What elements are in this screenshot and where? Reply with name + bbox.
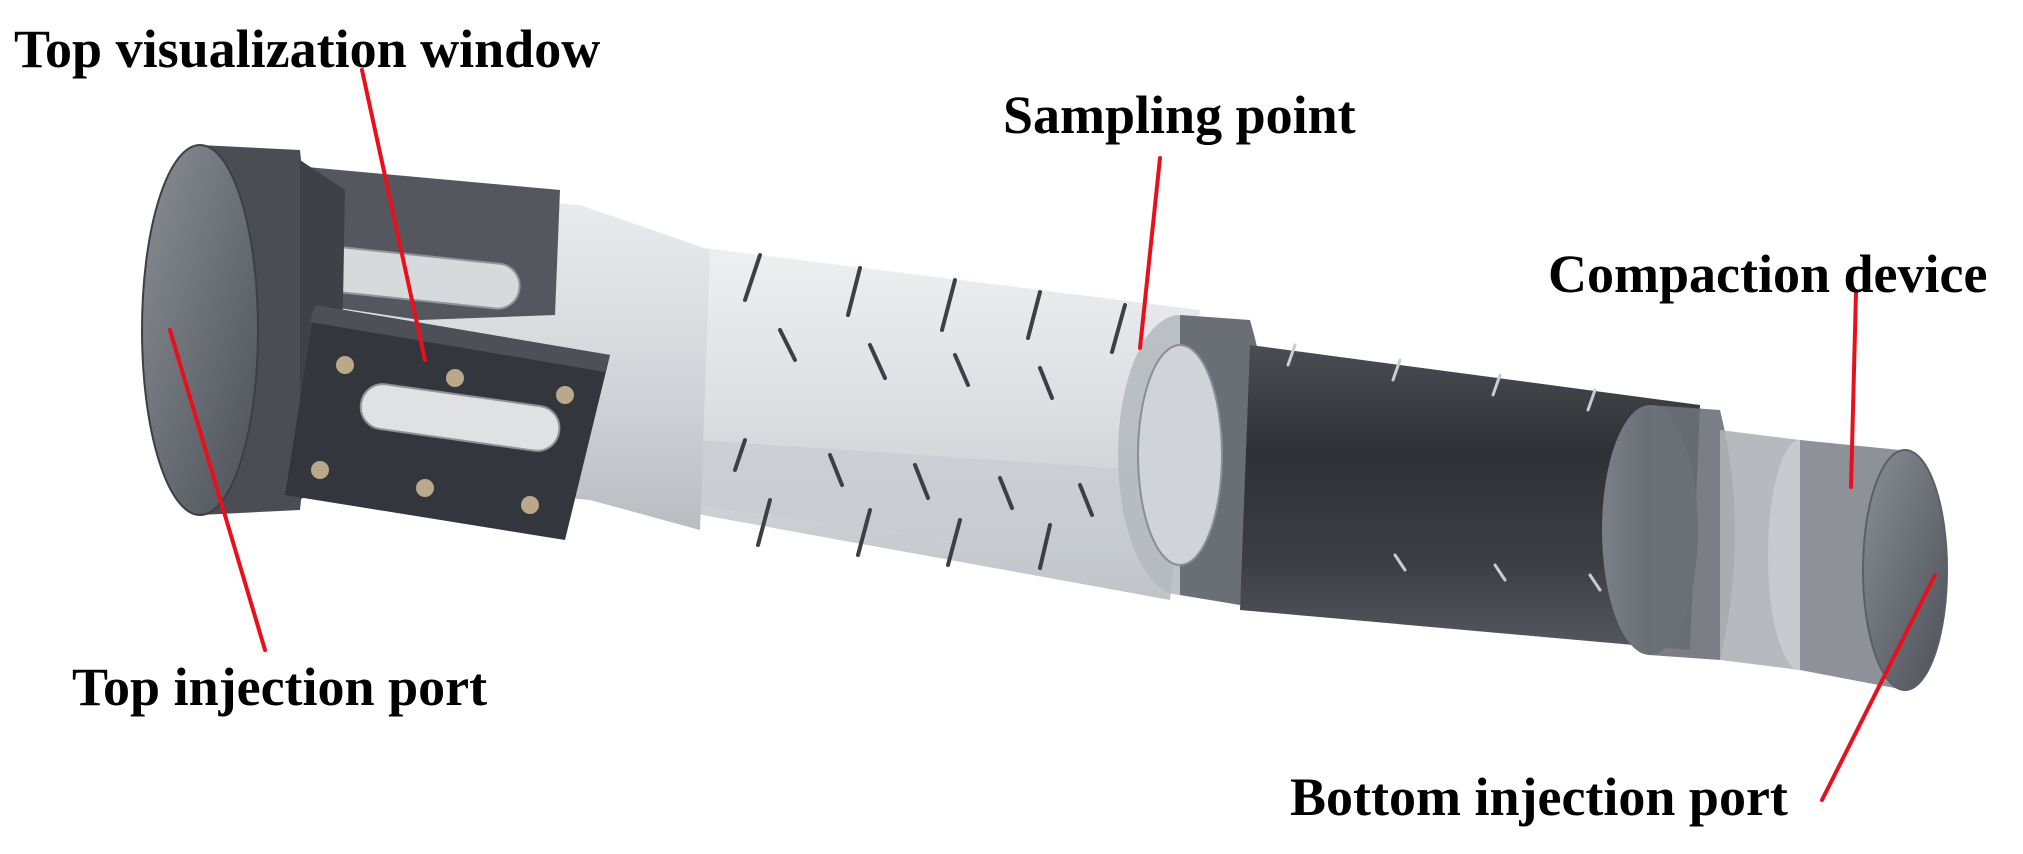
label-bottom-injection-port: Bottom injection port [1290, 767, 1788, 827]
dark-cylinder-needles [1286, 343, 1602, 592]
label-top-injection-port: Top injection port [72, 657, 488, 717]
leader-top-window [360, 68, 427, 362]
dark-cylinder [1240, 345, 1700, 650]
leader-sampling [1138, 156, 1162, 350]
compaction-device [1720, 430, 1948, 691]
transparent-cylinder [620, 240, 1200, 600]
leader-top-injection [168, 328, 267, 652]
label-top-visualization-window: Top visualization window [14, 19, 601, 79]
sampling-needles [733, 253, 1127, 570]
visualization-window-plate [285, 305, 610, 540]
label-compaction-device: Compaction device [1548, 244, 1988, 304]
leader-lines [168, 68, 1937, 802]
top-end-cap [141, 144, 345, 516]
right-flange [1602, 405, 1735, 660]
leader-bottom-injection [1820, 573, 1937, 802]
label-sampling-point: Sampling point [1003, 85, 1356, 145]
leader-compaction [1849, 290, 1858, 489]
